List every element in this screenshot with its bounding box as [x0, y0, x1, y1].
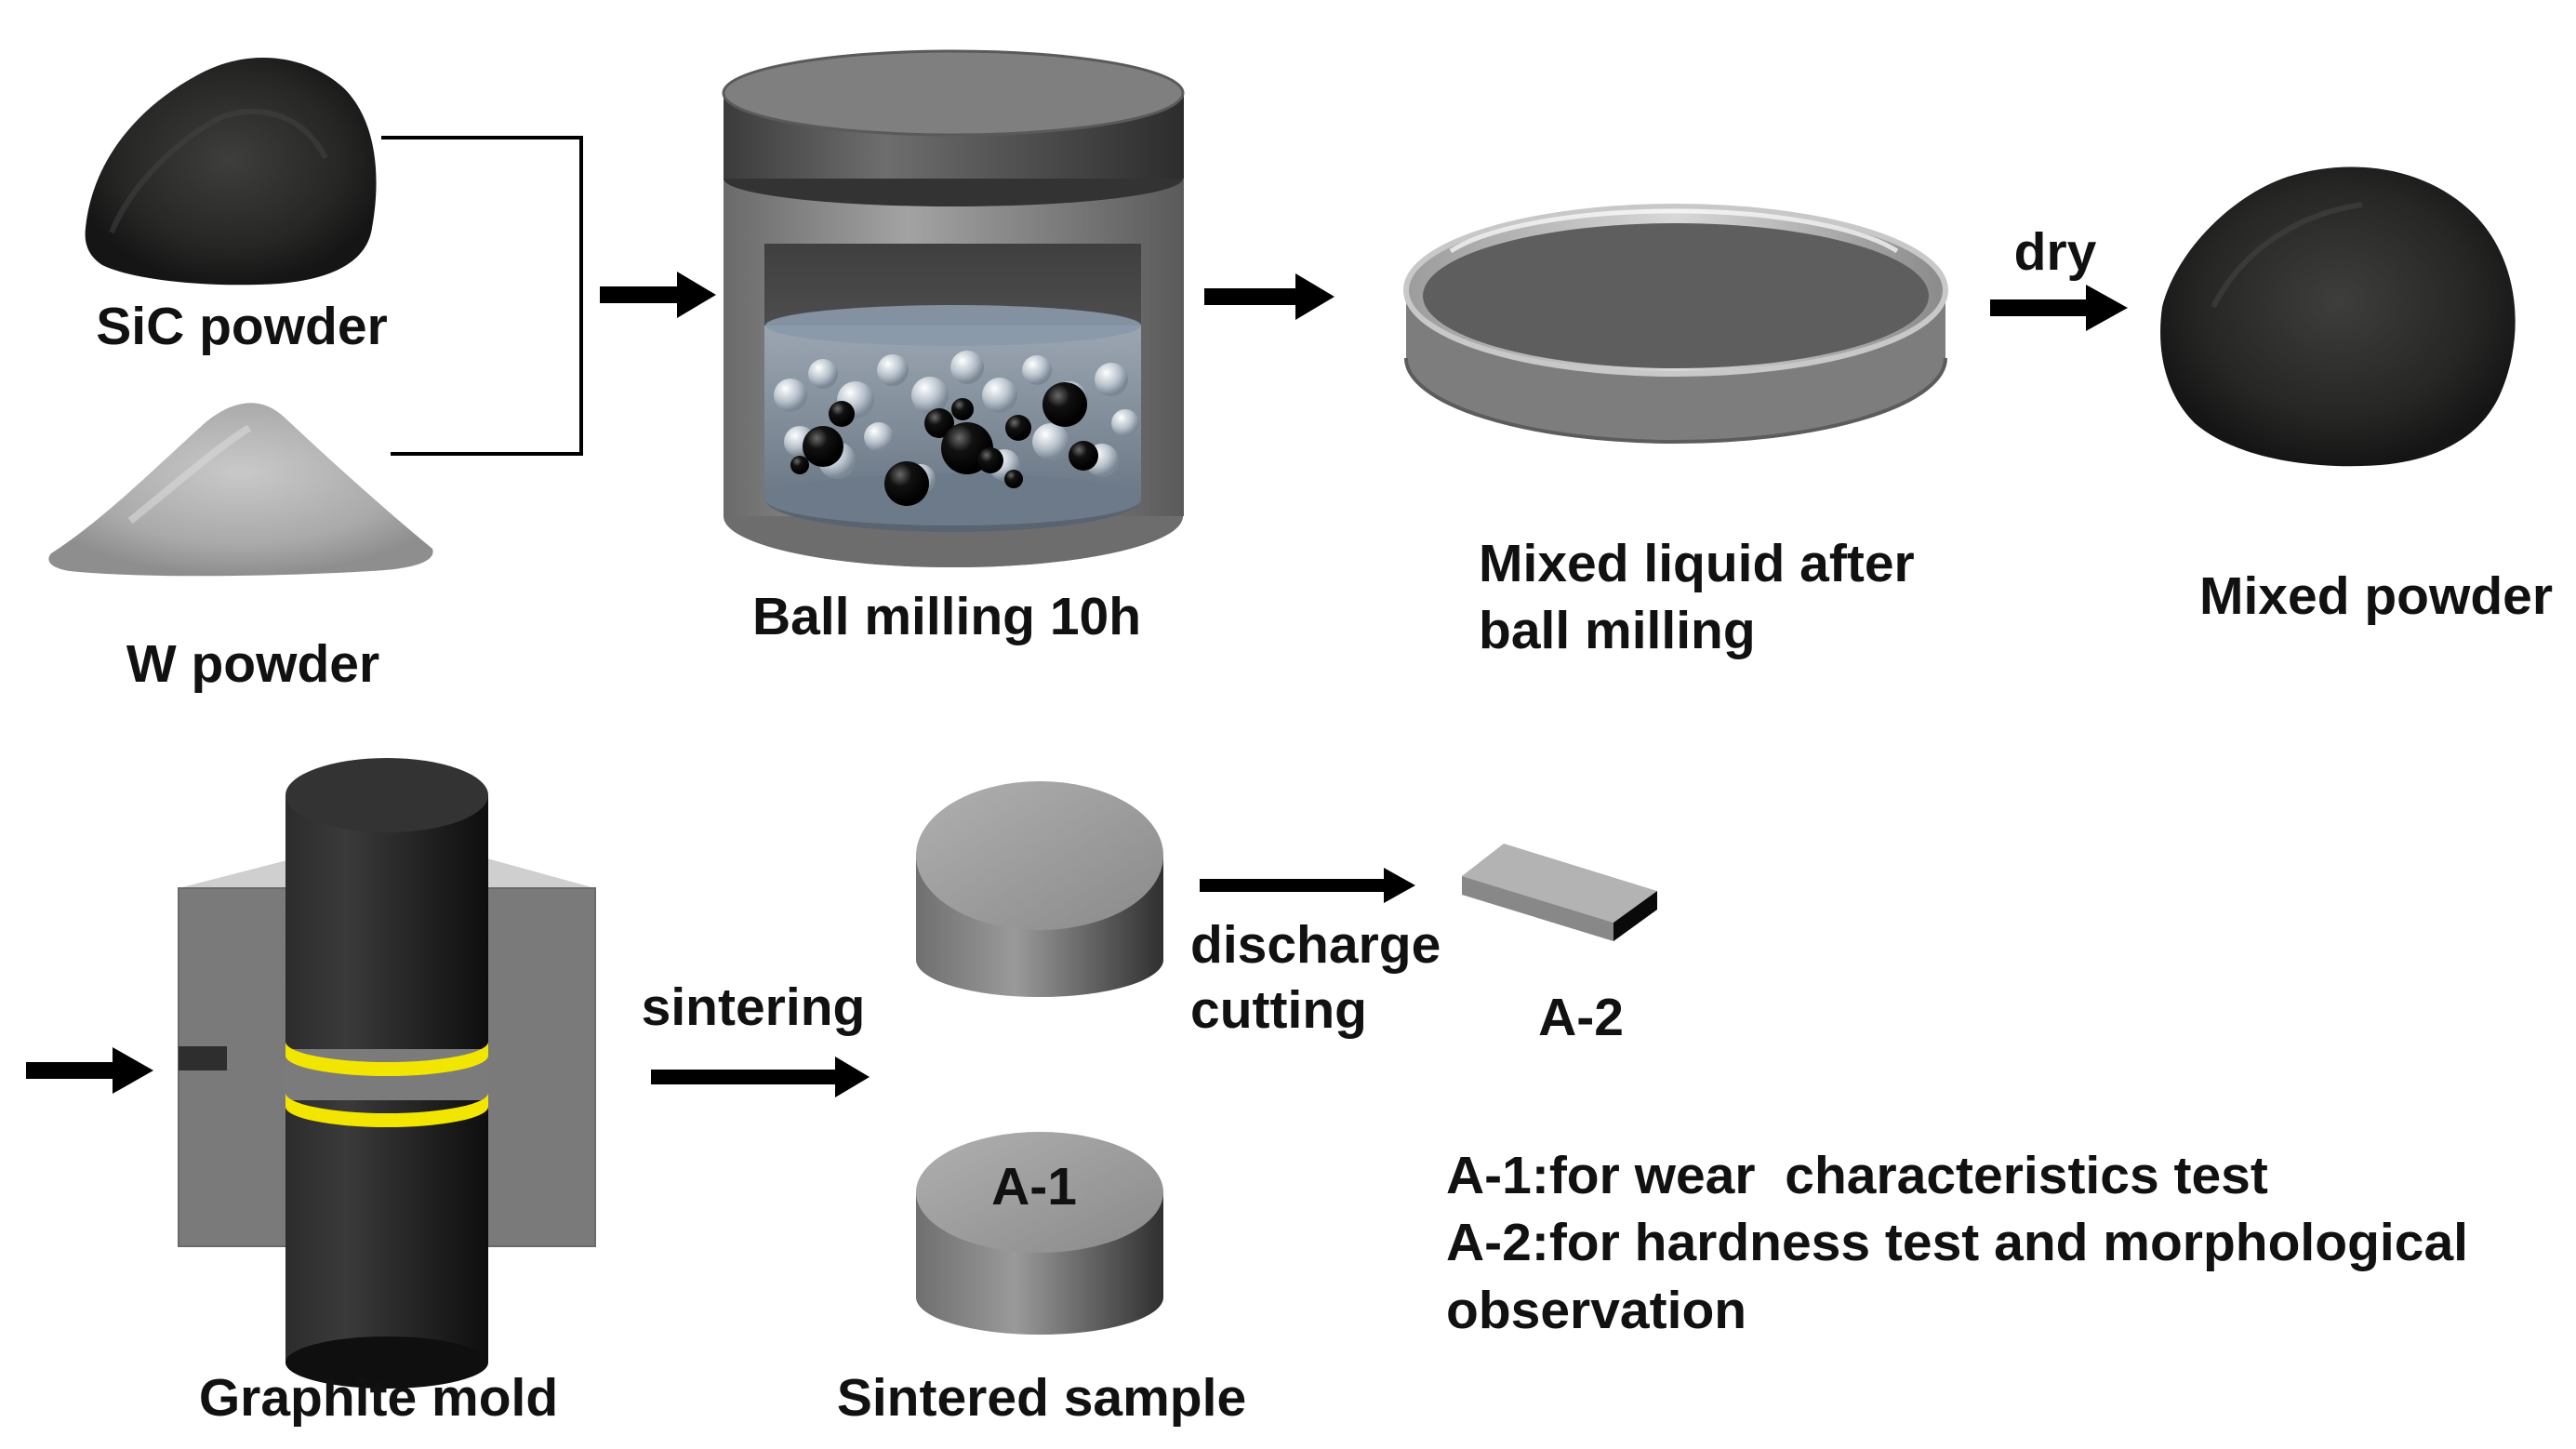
mixed-powder-pile: [2160, 166, 2516, 467]
label-dry: dry: [2014, 222, 2097, 282]
label-discharge: discharge: [1190, 915, 1441, 975]
label-sintered-sample: Sintered sample: [837, 1368, 1246, 1428]
arrow-sintering: [651, 1057, 870, 1097]
arrow-to-mold: [26, 1047, 153, 1094]
label-w-powder: W powder: [126, 634, 379, 694]
arrow-discharge-cutting: [1200, 868, 1415, 903]
milling-balls-dark: [790, 382, 1098, 506]
sic-powder-pile: [85, 58, 377, 286]
arrow-to-dish: [1204, 273, 1334, 320]
sintered-sample-top: [916, 781, 1163, 997]
label-cutting: cutting: [1190, 980, 1367, 1040]
a2-specimen: [1462, 844, 1657, 941]
petri-dish: [1403, 204, 1948, 444]
label-graphite-mold: Graphite mold: [199, 1368, 558, 1428]
label-sic-powder: SiC powder: [96, 297, 388, 356]
label-mixed-powder: Mixed powder: [2199, 566, 2553, 626]
graphite-mold: [178, 758, 596, 1389]
note-a2-cont: observation: [1446, 1281, 1746, 1340]
sintered-sample-a1: [916, 1132, 1163, 1335]
label-mixed-liquid-line2: ball milling: [1479, 601, 1756, 660]
w-powder-pile: [48, 403, 433, 577]
label-ball-milling: Ball milling 10h: [752, 587, 1141, 646]
label-mixed-liquid-line1: Mixed liquid after: [1479, 534, 1915, 593]
arrow-dry: [1990, 285, 2128, 331]
arrow-to-ball-mill: [600, 272, 716, 318]
label-a1: A-1: [991, 1157, 1077, 1216]
note-a1: A-1:for wear characteristics test: [1446, 1146, 2268, 1205]
note-a2: A-2:for hardness test and morphological: [1446, 1213, 2468, 1272]
label-sintering: sintering: [642, 977, 866, 1037]
ball-milling-jar: [722, 49, 1185, 567]
label-a2: A-2: [1538, 988, 1624, 1047]
powder-bracket: [381, 136, 583, 456]
